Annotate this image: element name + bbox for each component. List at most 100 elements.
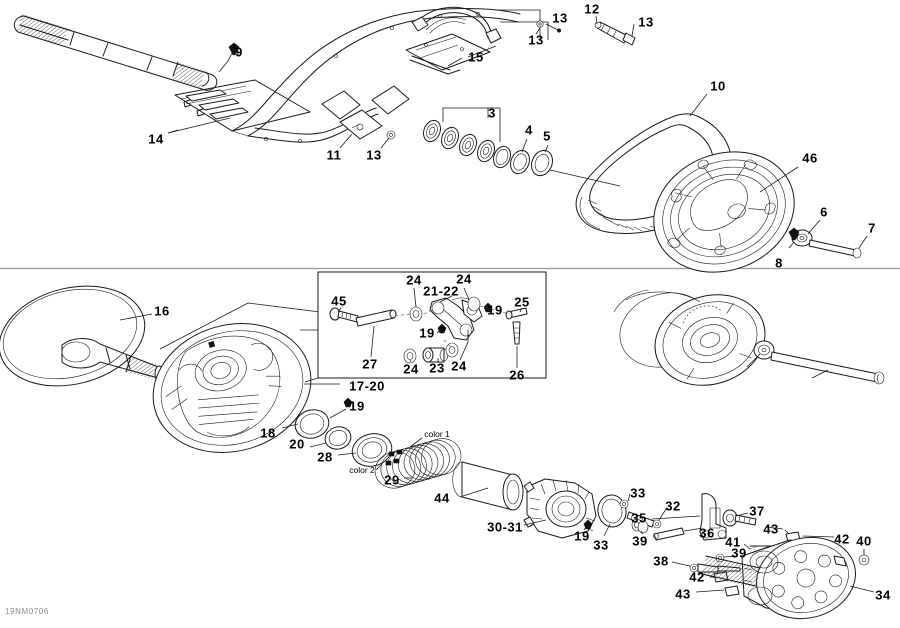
- guard-strap-15: [405, 6, 502, 75]
- belt-guard-frame: [231, 8, 521, 143]
- callout-c32: 32: [665, 498, 681, 514]
- callout-c13c: 13: [552, 10, 568, 26]
- bolt-37-part: [722, 509, 757, 527]
- callout-c4: 4: [525, 122, 533, 138]
- guard-mount-plate-14: [174, 79, 311, 132]
- callout-c46: 46: [802, 150, 818, 166]
- clip-43a-part: [765, 526, 784, 530]
- callout-c19b: 19: [487, 302, 503, 318]
- callout-c42b: 42: [689, 569, 705, 585]
- nut-40-part: [858, 554, 870, 566]
- callout-c34: 34: [875, 587, 891, 603]
- callout-c19a: 19: [419, 325, 435, 341]
- washer-24d-part: [445, 342, 459, 358]
- callout-c13a: 13: [366, 147, 382, 163]
- washer-4-part: [510, 149, 530, 175]
- washer-24a-part: [409, 306, 423, 322]
- callout-c41: 41: [725, 534, 741, 550]
- bushing-23-part: [422, 347, 449, 363]
- callout-c21-22: 21-22: [423, 283, 459, 299]
- sleeve-44-part: [452, 461, 524, 511]
- callout-c24a: 24: [406, 272, 422, 288]
- fastener-13-group: [495, 9, 549, 40]
- callout-c28: 28: [317, 449, 333, 465]
- callout-c20: 20: [289, 436, 305, 452]
- callout-c15: 15: [468, 49, 484, 65]
- spring-29-part: [374, 438, 462, 489]
- callout-c29: 29: [384, 472, 400, 488]
- callout-c25: 25: [514, 294, 530, 310]
- marker-19-box-b: [437, 323, 447, 334]
- callout-c39b: 39: [731, 545, 747, 561]
- bolt-12-part: [594, 21, 636, 46]
- washer-5-part: [531, 149, 553, 177]
- driven-pulley-46: [653, 151, 795, 273]
- clutch-drum-34: [701, 536, 856, 620]
- callout-c37: 37: [749, 503, 765, 519]
- callout-c10: 10: [710, 78, 726, 94]
- callout-c5: 5: [543, 128, 551, 144]
- bolt-2-part: [770, 351, 885, 385]
- callout-color1: color 1: [424, 428, 450, 439]
- callout-c43b: 43: [675, 586, 691, 602]
- washer-33-part: [597, 494, 627, 528]
- drive-shaft-part: [13, 13, 218, 91]
- callout-c16: 16: [154, 303, 170, 319]
- callout-c19c: 19: [349, 398, 365, 414]
- link-36-part: [653, 527, 685, 541]
- washer-18-part: [294, 409, 330, 439]
- callout-c12: 12: [584, 1, 600, 17]
- callout-c40: 40: [856, 533, 872, 549]
- bolt-9-part: [228, 42, 240, 56]
- diagram-watermark: 19NM0706: [5, 607, 49, 616]
- marker-19-box-a: [483, 302, 493, 313]
- callout-c9: 9: [235, 44, 243, 60]
- callout-c8: 8: [775, 255, 783, 271]
- callout-c23: 23: [429, 360, 445, 376]
- callout-c24b: 24: [456, 271, 472, 287]
- callout-c18: 18: [260, 425, 276, 441]
- callout-c24c: 24: [403, 361, 419, 377]
- callout-c11: 11: [326, 147, 342, 163]
- bolt-8-part: [788, 227, 800, 241]
- washer-20-part: [324, 426, 352, 450]
- callout-c36: 36: [699, 525, 715, 541]
- fixed-sheave-16: [0, 285, 164, 387]
- callout-c26: 26: [509, 367, 525, 383]
- callout-c43a: 43: [763, 521, 779, 537]
- callout-c17-20: 17-20: [349, 378, 385, 394]
- callout-c6: 6: [820, 204, 828, 220]
- fastener-13-left: [545, 23, 561, 33]
- washers-3-group: [423, 119, 511, 169]
- callout-c27: 27: [362, 356, 378, 372]
- lever-35-part: [699, 493, 727, 541]
- callout-c33a: 33: [593, 537, 609, 553]
- callout-c13b: 13: [528, 32, 544, 48]
- callout-c7: 7: [868, 220, 876, 236]
- washer-33b-part: [619, 499, 629, 509]
- callout-c19d: 19: [574, 528, 590, 544]
- washer-24c-part: [403, 348, 417, 364]
- pulley-housing-30-31: [523, 478, 597, 539]
- callout-c30-31: 30-31: [487, 519, 523, 535]
- rod-25-part: [505, 307, 528, 320]
- callout-c45: 45: [331, 293, 347, 309]
- marker-19-lower: [343, 397, 353, 408]
- shift-lever-inset-box: [317, 271, 547, 379]
- callout-c14: 14: [148, 131, 164, 147]
- driven-pulley-half-1: [613, 289, 766, 386]
- bolt-6-part: [791, 229, 862, 259]
- washer-39-part: [631, 518, 649, 534]
- callout-color2: color 2: [349, 464, 375, 475]
- callout-c24d: 24: [451, 358, 467, 374]
- washer-24b-part: [467, 296, 481, 312]
- callout-c38: 38: [653, 553, 669, 569]
- callout-c39a: 39: [632, 533, 648, 549]
- clip-43b-part: [695, 585, 740, 597]
- drive-pulley-body-17-20: [152, 323, 312, 453]
- callout-c3: 3: [488, 105, 496, 121]
- screw-26-part: [512, 321, 521, 345]
- callout-c44: 44: [434, 490, 450, 506]
